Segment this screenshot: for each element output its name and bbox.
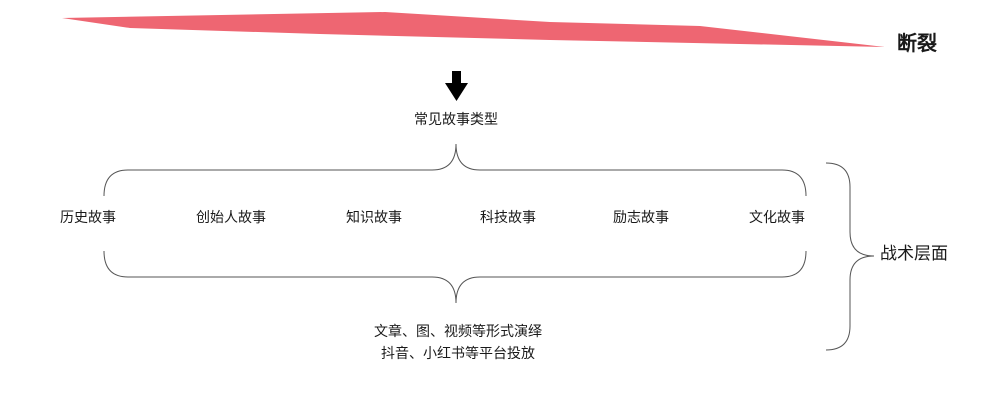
brace-bottom — [103, 250, 807, 304]
brace-top — [103, 143, 807, 197]
category-culture: 文化故事 — [749, 210, 805, 226]
brace-right — [825, 162, 875, 351]
category-knowledge: 知识故事 — [346, 210, 402, 226]
bottom-text-line-1: 文章、图、视频等形式演绎 — [374, 324, 542, 340]
category-founder: 创始人故事 — [196, 210, 266, 226]
category-technology: 科技故事 — [480, 210, 536, 226]
diagram-heading: 常见故事类型 — [414, 112, 498, 128]
tactical-level-label: 战术层面 — [880, 244, 948, 264]
crack-label: 断裂 — [897, 31, 937, 55]
category-history: 历史故事 — [60, 210, 116, 226]
crack-stroke — [62, 12, 885, 47]
category-inspiration: 励志故事 — [613, 210, 669, 226]
bottom-text-line-2: 抖音、小红书等平台投放 — [381, 346, 535, 362]
down-arrow-icon — [445, 71, 468, 101]
